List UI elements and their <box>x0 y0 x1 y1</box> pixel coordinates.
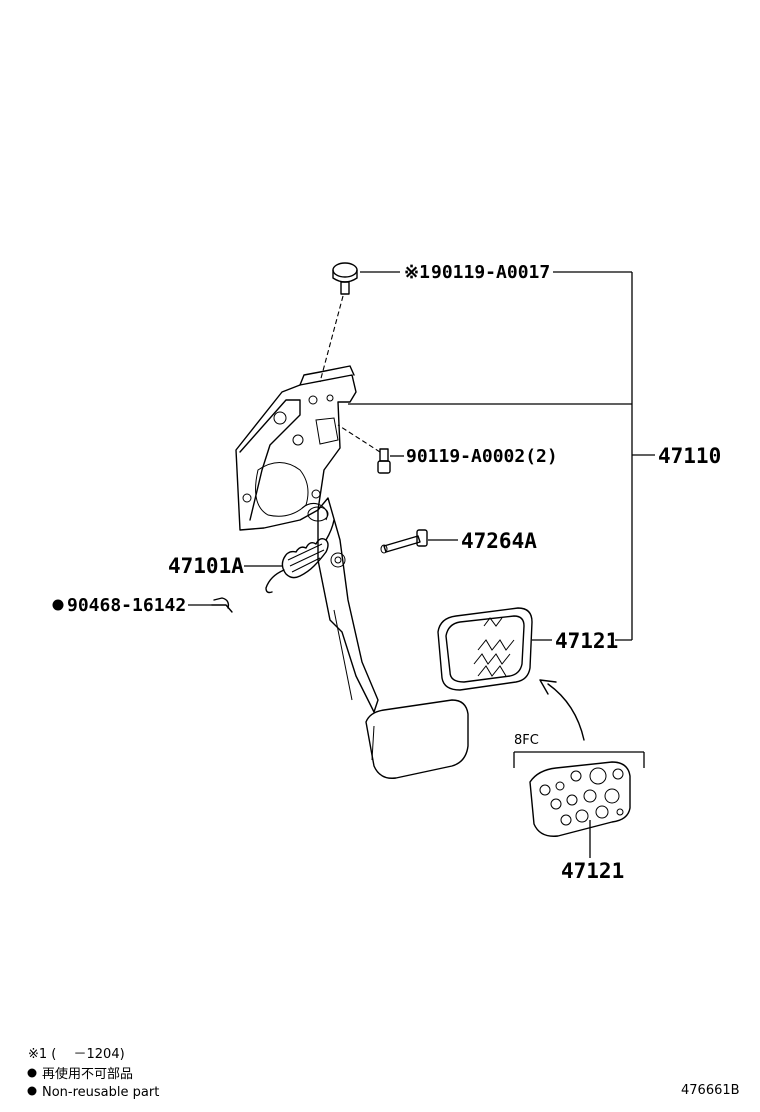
figure-id: 476661B <box>681 1083 740 1098</box>
variant-label: 8FC <box>514 733 539 748</box>
pin-icon <box>380 529 428 554</box>
variant-bracket <box>513 751 645 768</box>
callout-mark-bolt-top: ※1 <box>404 262 430 283</box>
legend-reuse-en: Non-reusable part <box>42 1085 159 1100</box>
callout-spring: 47101A <box>168 554 244 578</box>
legend-bullet-icon <box>27 1068 37 1078</box>
legend-reuse-ja: 再使用不可部品 <box>42 1066 133 1082</box>
callout-clip: 90468-16142 <box>67 595 186 616</box>
pad-cover-upper <box>437 607 533 691</box>
bolt-side-icon <box>337 424 391 474</box>
non-reusable-bullet-icon <box>52 599 64 611</box>
clip-icon <box>211 597 233 613</box>
leader-lines <box>188 271 655 858</box>
arrow-icon <box>539 679 585 741</box>
pedal-pad <box>365 699 469 779</box>
callout-pad-upper: 47121 <box>555 629 618 653</box>
callout-pad-lower: 47121 <box>561 859 624 883</box>
pedal-bracket <box>235 365 357 531</box>
bolt-top-icon <box>319 262 358 383</box>
spring-icon <box>265 519 335 594</box>
legend-bullet-icon <box>27 1086 37 1096</box>
callout-bolt-top: 90119-A0017 <box>431 262 550 283</box>
legend-note1: ※1 ( －1204) <box>28 1047 125 1062</box>
callout-pin: 47264A <box>461 529 537 553</box>
pad-cover-lower <box>529 761 631 837</box>
pedal-arm <box>317 497 379 713</box>
callout-assembly: 47110 <box>658 444 721 468</box>
callout-bolt-side: 90119-A0002(2) <box>406 446 558 467</box>
